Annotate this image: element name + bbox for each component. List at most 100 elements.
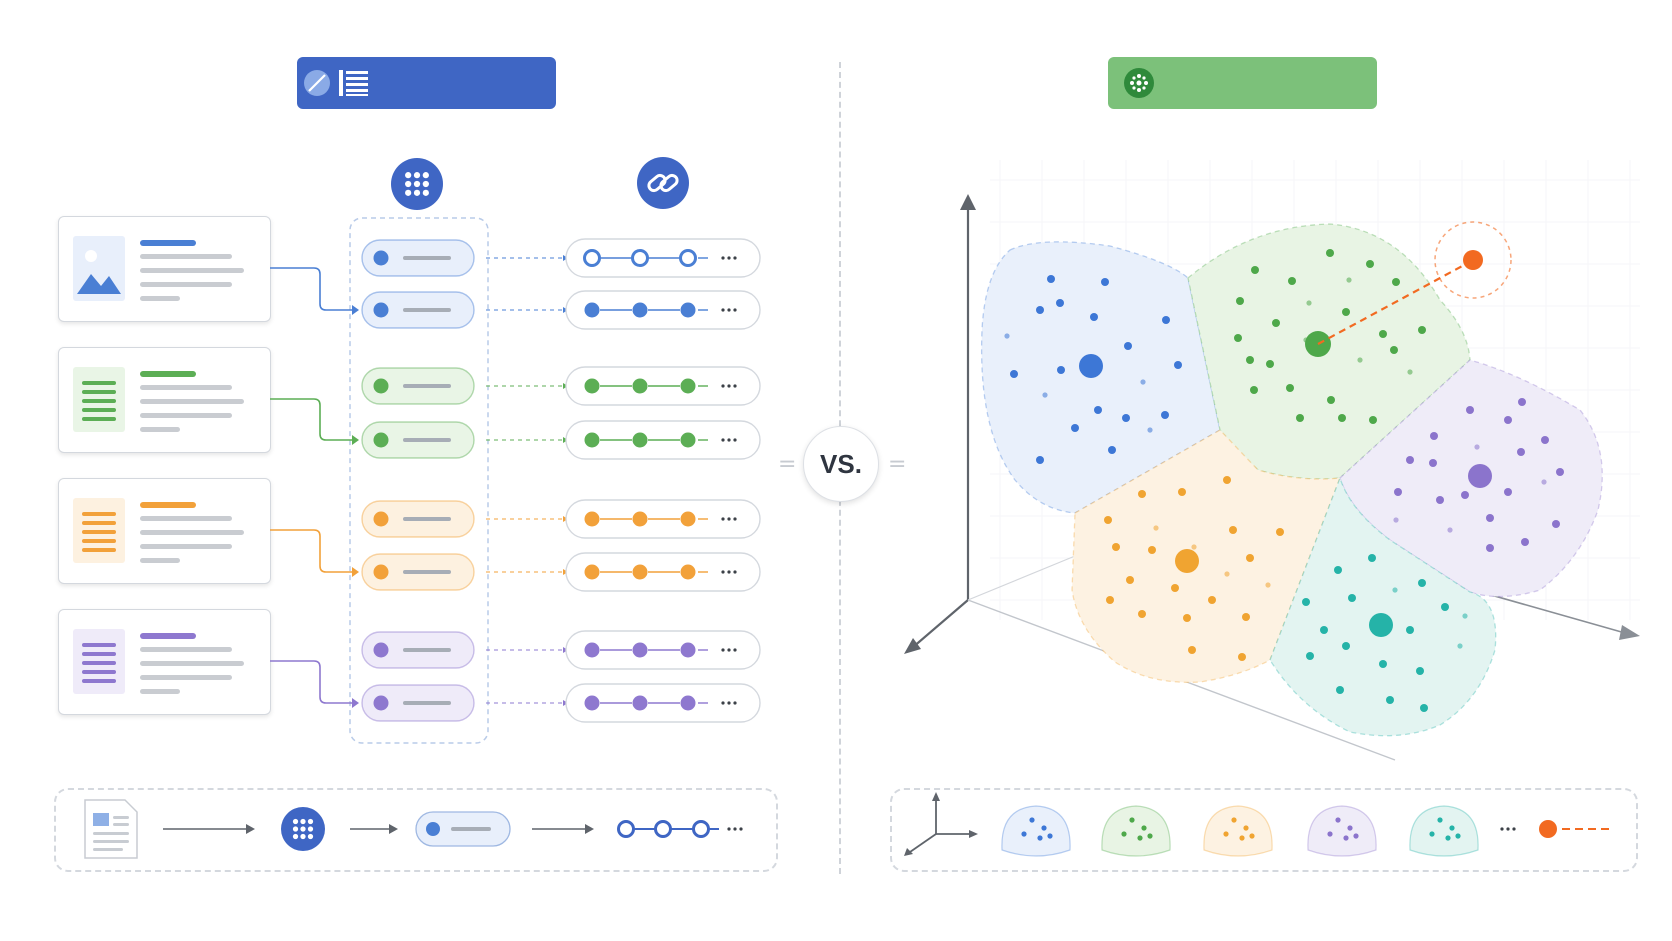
list-icon bbox=[339, 70, 368, 96]
data-point bbox=[1108, 446, 1116, 454]
data-point bbox=[1420, 704, 1428, 712]
ellipsis-dot bbox=[733, 701, 737, 705]
document-text-line bbox=[140, 427, 180, 432]
token-dot bbox=[373, 695, 389, 711]
embedding-row bbox=[361, 683, 761, 723]
chain-node bbox=[584, 378, 600, 394]
data-point bbox=[1416, 667, 1424, 675]
cluster-legend-box bbox=[890, 788, 1638, 872]
data-point bbox=[1036, 306, 1044, 314]
ellipsis-dot bbox=[733, 438, 737, 442]
data-point bbox=[1462, 613, 1468, 619]
data-point bbox=[1457, 643, 1463, 649]
data-point bbox=[1246, 554, 1254, 562]
chain-node bbox=[680, 378, 696, 394]
teal-blob-icon bbox=[1409, 805, 1479, 857]
data-point bbox=[1174, 361, 1182, 369]
document-text-line bbox=[140, 530, 244, 535]
z-axis-arrowhead bbox=[904, 638, 921, 654]
data-point bbox=[1286, 384, 1294, 392]
vs-badge: VS. bbox=[803, 426, 879, 502]
data-point bbox=[1010, 370, 1018, 378]
text-lines-icon bbox=[82, 643, 116, 683]
ellipsis-dot bbox=[733, 570, 737, 574]
document-text-line bbox=[140, 282, 232, 287]
data-point bbox=[1238, 653, 1246, 661]
data-point bbox=[1296, 414, 1304, 422]
data-point bbox=[1320, 626, 1328, 634]
token-bar bbox=[403, 701, 451, 705]
data-point bbox=[1090, 313, 1098, 321]
document-title-line bbox=[140, 240, 196, 246]
embedding-row bbox=[361, 630, 761, 670]
cluster-region bbox=[1269, 476, 1497, 737]
data-point bbox=[1140, 379, 1146, 385]
chain-node bbox=[632, 378, 648, 394]
chain-node bbox=[584, 432, 600, 448]
document-text-line bbox=[140, 296, 180, 301]
document-text-line bbox=[140, 385, 232, 390]
data-point bbox=[1191, 544, 1197, 550]
token-dot bbox=[373, 642, 389, 658]
data-point bbox=[1390, 346, 1398, 354]
data-point bbox=[1486, 544, 1494, 552]
document-text-line bbox=[140, 516, 232, 521]
data-point bbox=[1541, 436, 1549, 444]
ellipsis-dot bbox=[733, 308, 737, 312]
data-point bbox=[1094, 406, 1102, 414]
data-point bbox=[1188, 646, 1196, 654]
token-bar bbox=[403, 517, 451, 521]
floor-edge bbox=[967, 555, 1076, 601]
data-point bbox=[1251, 266, 1259, 274]
data-point bbox=[1366, 260, 1374, 268]
token-bar bbox=[403, 384, 451, 388]
document-text-line bbox=[140, 689, 180, 694]
connector-arrowhead bbox=[352, 435, 359, 445]
image-icon bbox=[77, 250, 121, 294]
chain-node bbox=[584, 695, 600, 711]
text-lines-icon bbox=[82, 512, 116, 552]
data-point bbox=[1183, 614, 1191, 622]
pipeline-legend-box bbox=[54, 788, 778, 872]
ellipsis-dot bbox=[721, 517, 725, 521]
document-text-line bbox=[140, 254, 232, 259]
data-point bbox=[1042, 392, 1048, 398]
data-point bbox=[1162, 316, 1170, 324]
embedding-row bbox=[361, 552, 761, 592]
data-point bbox=[1057, 366, 1065, 374]
data-point bbox=[1486, 514, 1494, 522]
data-point bbox=[1246, 356, 1254, 364]
data-point bbox=[1071, 424, 1079, 432]
data-point bbox=[1236, 297, 1244, 305]
data-point bbox=[1106, 596, 1114, 604]
vs-label: VS. bbox=[820, 448, 862, 479]
data-point bbox=[1302, 598, 1310, 606]
pencil-slash-icon bbox=[304, 70, 330, 96]
query-dot bbox=[1463, 250, 1483, 270]
data-point bbox=[1147, 427, 1153, 433]
data-point bbox=[1327, 396, 1335, 404]
data-point bbox=[1047, 275, 1055, 283]
data-point bbox=[1234, 334, 1242, 342]
embedding-row bbox=[361, 290, 761, 330]
document-title-line bbox=[140, 502, 196, 508]
document-text-line bbox=[140, 413, 232, 418]
data-point bbox=[1224, 571, 1230, 577]
data-point bbox=[1112, 543, 1120, 551]
ellipsis-dot bbox=[721, 384, 725, 388]
data-point bbox=[1521, 538, 1529, 546]
ellipsis-dot bbox=[727, 701, 731, 705]
data-point bbox=[1306, 652, 1314, 660]
data-point bbox=[1466, 406, 1474, 414]
data-point bbox=[1148, 546, 1156, 554]
document-title-line bbox=[140, 633, 196, 639]
green-blob-icon bbox=[1101, 805, 1171, 857]
data-point bbox=[1379, 330, 1387, 338]
token-dot bbox=[373, 302, 389, 318]
ellipsis-icon bbox=[1500, 827, 1516, 831]
token-dot bbox=[373, 250, 389, 266]
chain-node bbox=[584, 302, 600, 318]
grid-dots-icon bbox=[391, 158, 443, 210]
data-point bbox=[1122, 414, 1130, 422]
document-group-3 bbox=[73, 629, 761, 723]
